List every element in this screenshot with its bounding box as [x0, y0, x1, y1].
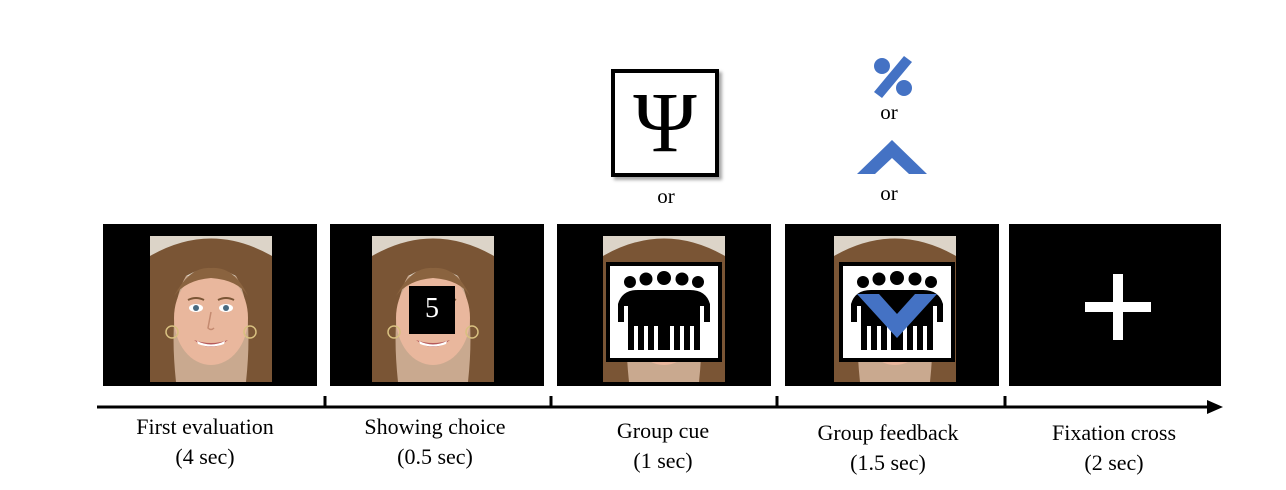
percent-icon: [874, 56, 912, 98]
stage-panel-group-cue: [557, 224, 771, 386]
psi-cue-box: Ψ: [611, 69, 719, 177]
stage-panel-first-evaluation: [103, 224, 317, 386]
stage-caption: Showing choice (0.5 sec): [325, 412, 545, 472]
caret-up-icon: [857, 140, 927, 174]
stage-panel-fixation-cross: [1009, 224, 1221, 386]
stage-name: Fixation cross: [1051, 420, 1177, 445]
stage-caption: First evaluation (4 sec): [95, 412, 315, 472]
plus-icon: [1085, 274, 1151, 340]
stage-caption: Group feedback (1.5 sec): [778, 418, 998, 478]
stage-panel-showing-choice: 5: [330, 224, 544, 386]
group-icon-box: [606, 262, 722, 362]
stage-name: Group feedback: [817, 420, 959, 445]
stage-panel-group-feedback: [785, 224, 999, 386]
face-photo: [150, 236, 272, 382]
stage-duration: (0.5 sec): [397, 444, 473, 469]
psi-symbol-icon: Ψ: [633, 74, 697, 170]
stage-duration: (4 sec): [175, 444, 235, 469]
stage-duration: (1 sec): [633, 448, 693, 473]
stage-name: First evaluation: [136, 414, 274, 439]
check-icon: [857, 294, 937, 338]
choice-digit: 5: [409, 286, 455, 334]
stage-duration: (1.5 sec): [850, 450, 926, 475]
stage-caption: Fixation cross (2 sec): [1004, 418, 1224, 478]
timeline-arrow: [97, 396, 1223, 414]
or-label-cue: or: [657, 184, 675, 208]
stage-name: Group cue: [616, 418, 710, 443]
group-of-people-icon: [612, 270, 716, 359]
stage-caption: Group cue (1 sec): [553, 416, 773, 476]
stage-duration: (2 sec): [1084, 450, 1144, 475]
stage-name: Showing choice: [364, 414, 506, 439]
group-icon-box: [839, 262, 955, 362]
or-label-feedback-1: or: [880, 100, 898, 124]
or-label-feedback-2: or: [880, 181, 898, 205]
